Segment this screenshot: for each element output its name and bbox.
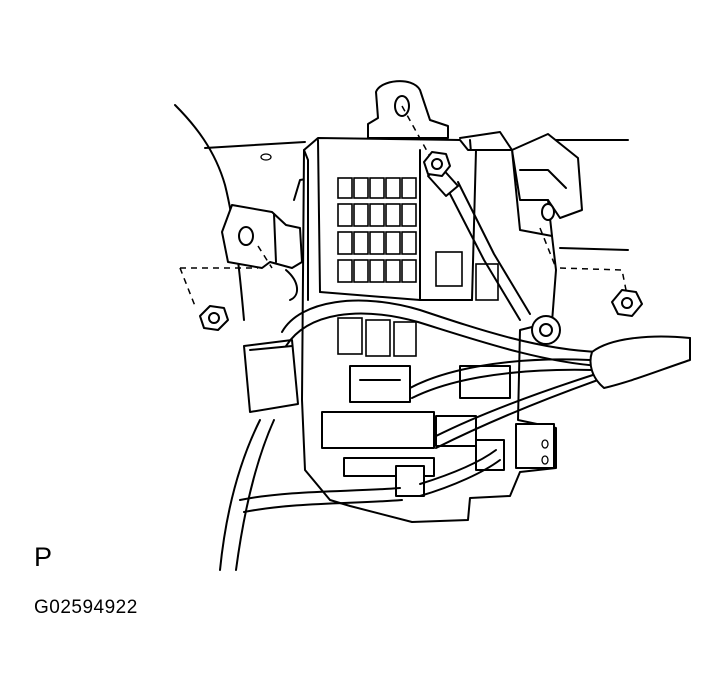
installation-dash-lines [179, 105, 627, 307]
left-mounting-bracket [221, 177, 313, 301]
top-bracket [367, 80, 449, 139]
connectors [243, 339, 555, 497]
bolt-left [199, 305, 229, 331]
relay-row [337, 317, 417, 357]
figure-code: G02594922 [34, 597, 138, 618]
right-mounting-bracket [459, 131, 583, 259]
bolt-top [423, 151, 451, 177]
bolt-right [611, 289, 643, 317]
wire-harness [219, 299, 691, 571]
view-label: P [34, 542, 53, 572]
